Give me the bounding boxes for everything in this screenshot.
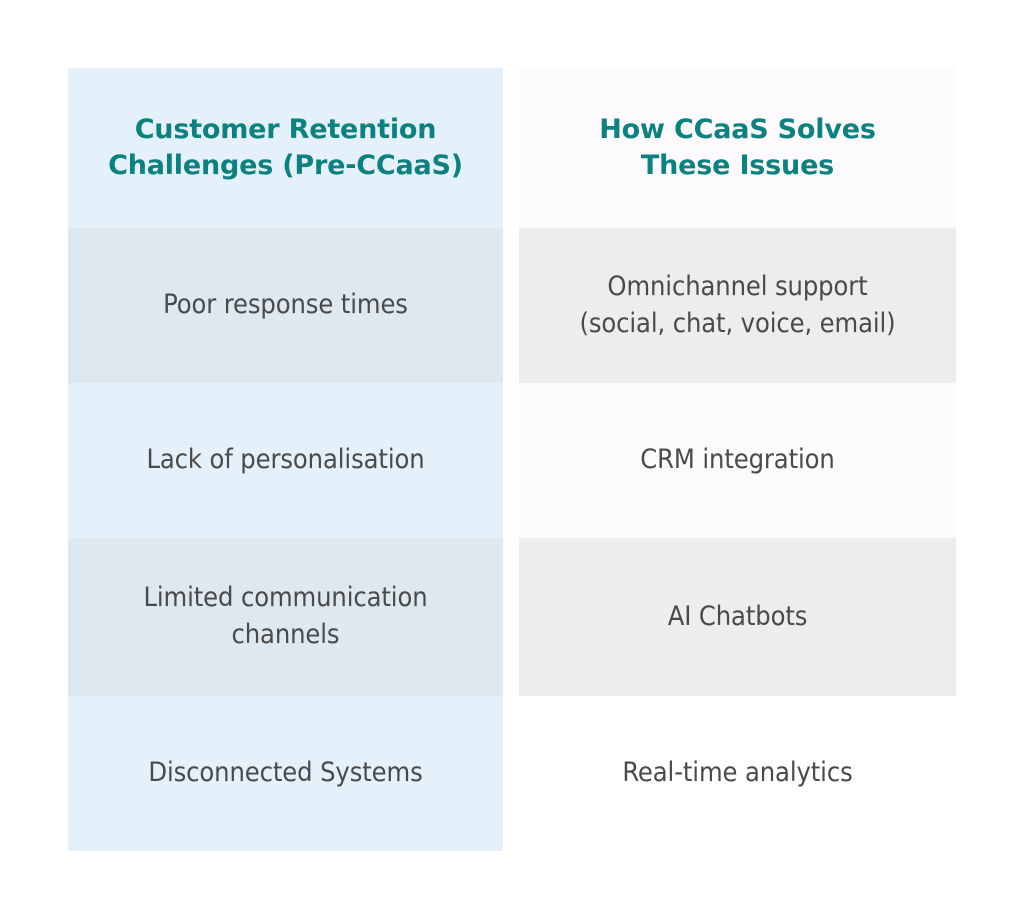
cell-challenge-3: Limited communication channels: [143, 582, 428, 650]
table-row: Disconnected Systems: [68, 696, 503, 851]
cell-challenge-2: Lack of personalisation: [146, 444, 425, 476]
column-solutions: How CCaaS Solves These Issues Omnichanne…: [519, 68, 956, 851]
column-header-challenges-text: Customer Retention Challenges (Pre-CCaaS…: [108, 113, 463, 181]
table-row: AI Chatbots: [519, 538, 956, 696]
column-challenges: Customer Retention Challenges (Pre-CCaaS…: [68, 68, 503, 851]
cell-solution-2: CRM integration: [640, 444, 835, 476]
table-row: CRM integration: [519, 383, 956, 538]
cell-solution-3: AI Chatbots: [667, 600, 808, 632]
column-header-solutions: How CCaaS Solves These Issues: [519, 68, 956, 228]
cell-challenge-1: Poor response times: [163, 289, 408, 321]
column-header-solutions-text: How CCaaS Solves These Issues: [599, 113, 876, 181]
table-row: Omnichannel support (social, chat, voice…: [519, 228, 956, 383]
table-row: Real-time analytics: [519, 696, 956, 851]
table-row: Limited communication channels: [68, 538, 503, 696]
table-row: Lack of personalisation: [68, 383, 503, 538]
cell-solution-4: Real-time analytics: [622, 757, 853, 789]
table-row: Poor response times: [68, 228, 503, 383]
cell-challenge-4: Disconnected Systems: [148, 757, 423, 789]
cell-solution-1: Omnichannel support (social, chat, voice…: [579, 270, 896, 339]
column-header-challenges: Customer Retention Challenges (Pre-CCaaS…: [68, 68, 503, 228]
